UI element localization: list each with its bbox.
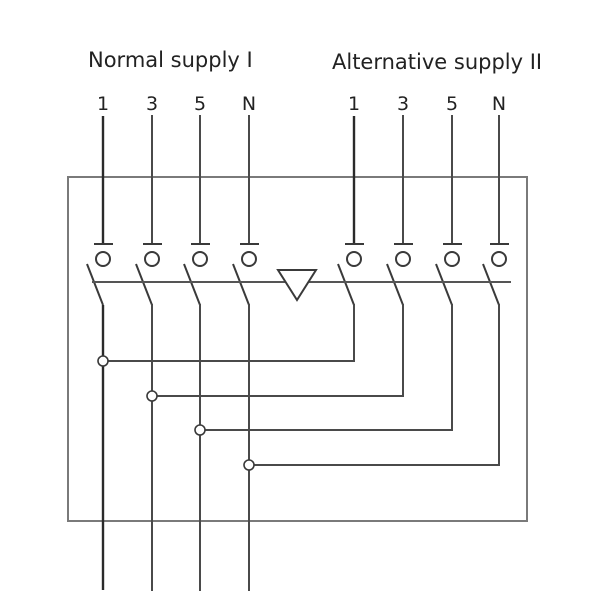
alternative-terminal-1-label: 1	[348, 93, 360, 115]
alternative-return-wire-5	[199, 304, 453, 431]
normal-blade-5	[183, 263, 201, 306]
normal-contact-1	[95, 251, 111, 267]
alternative-blade-n	[482, 263, 500, 306]
alternative-contact-n	[491, 251, 507, 267]
normal-contact-5	[192, 251, 208, 267]
alternative-blade-1	[337, 263, 355, 306]
normal-blade-n	[232, 263, 250, 306]
alternative-return-wire-n	[248, 304, 500, 466]
normal-contact-3	[144, 251, 160, 267]
alternative-blade-3	[386, 263, 404, 306]
normal-terminal-5-label: 5	[194, 93, 206, 115]
alternative-contact-3	[395, 251, 411, 267]
normal-supply-title: Normal supply I	[88, 48, 253, 72]
normal-blade-3	[135, 263, 153, 306]
alternative-contact-5	[444, 251, 460, 267]
alternative-return-wire-3	[151, 304, 404, 397]
alternative-supply-title: Alternative supply II	[332, 50, 542, 74]
normal-terminal-3-label: 3	[146, 93, 158, 115]
alternative-contact-1	[346, 251, 362, 267]
normal-blade-1	[86, 263, 104, 306]
junction-n	[243, 459, 255, 471]
normal-terminal-n-label: N	[242, 93, 256, 115]
junction-3	[146, 390, 158, 402]
alternative-terminal-5-label: 5	[446, 93, 458, 115]
alternative-terminal-3-label: 3	[397, 93, 409, 115]
switch-enclosure	[67, 176, 528, 522]
normal-contact-n	[241, 251, 257, 267]
junction-1	[97, 355, 109, 367]
junction-5	[194, 424, 206, 436]
actuator-triangle-icon	[276, 269, 318, 302]
alternative-terminal-n-label: N	[492, 93, 506, 115]
alternative-return-wire-1	[102, 304, 355, 362]
normal-terminal-1-label: 1	[97, 93, 109, 115]
alternative-blade-5	[435, 263, 453, 306]
